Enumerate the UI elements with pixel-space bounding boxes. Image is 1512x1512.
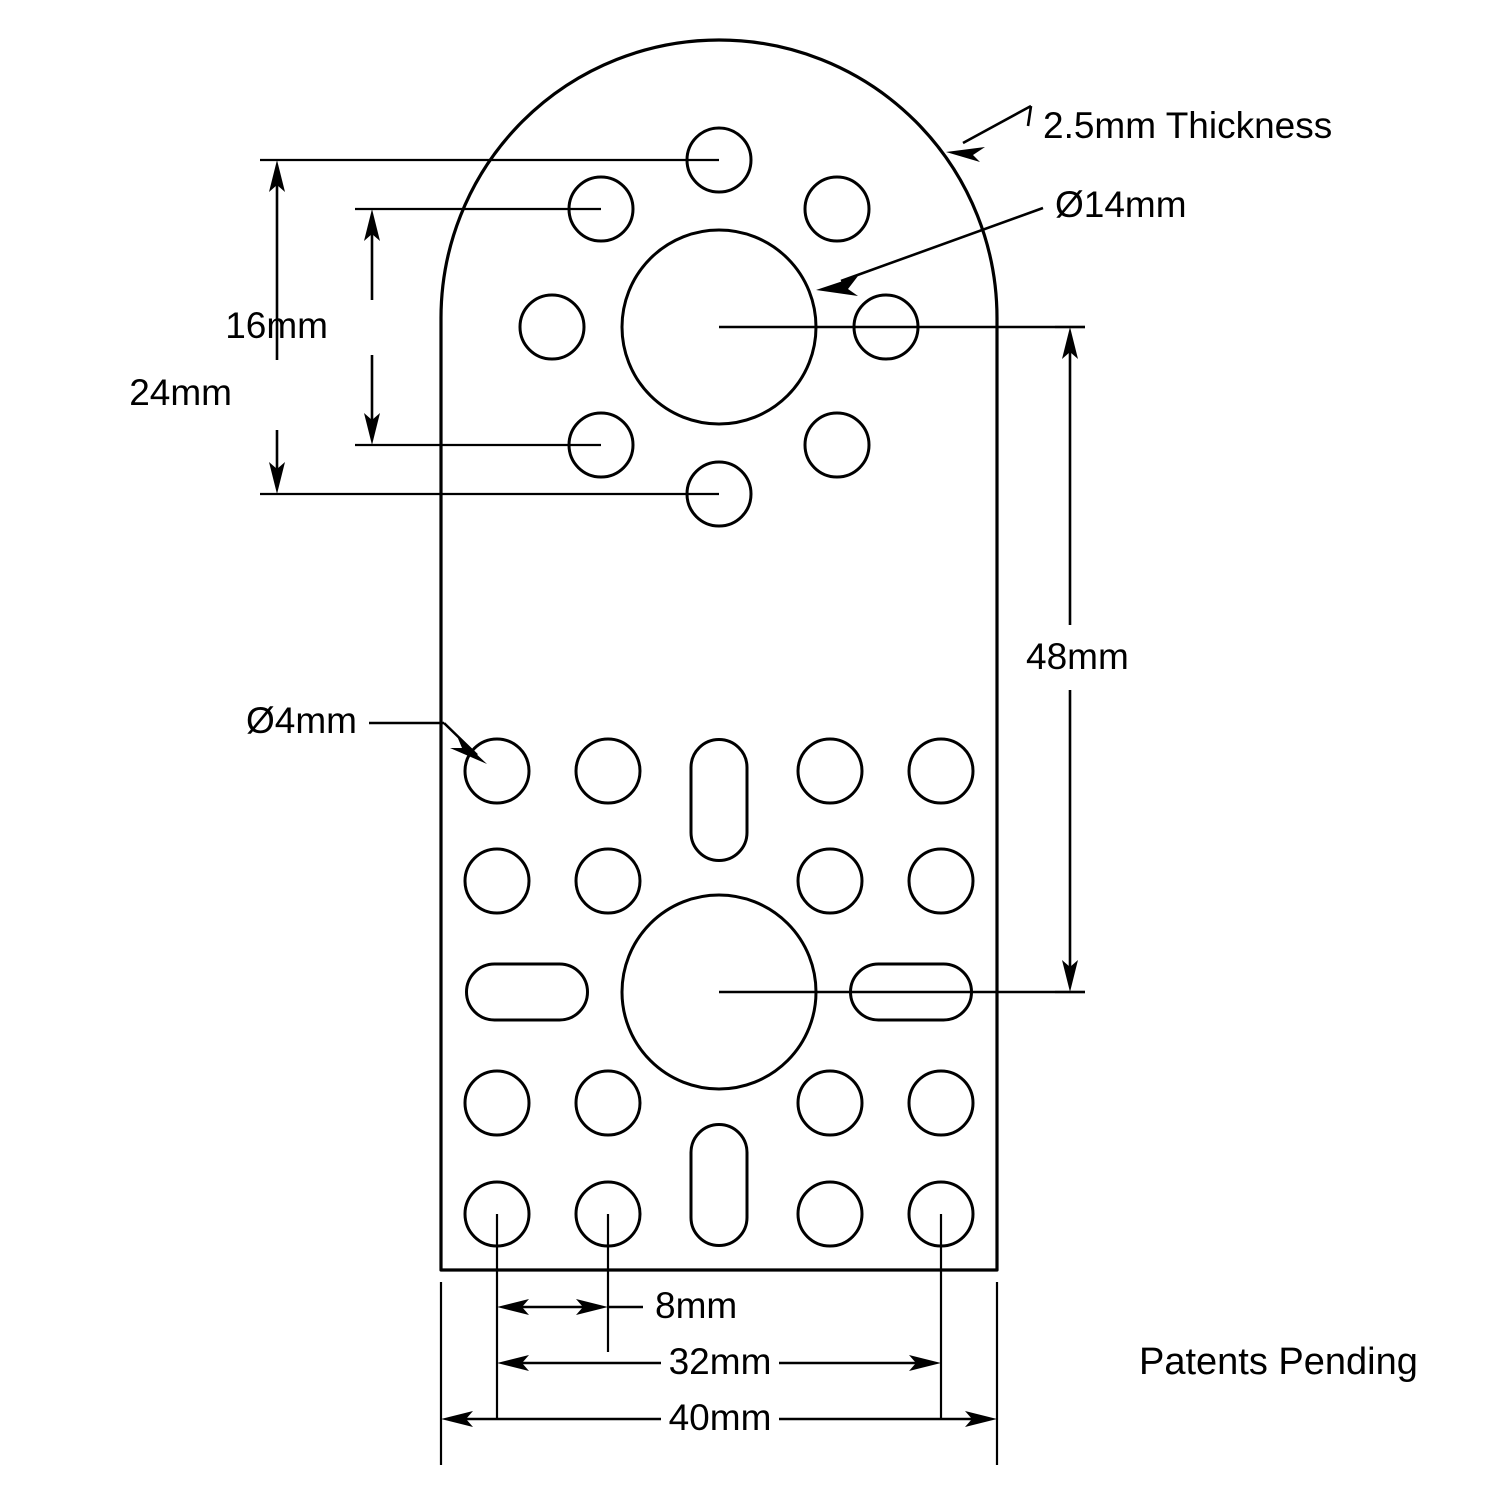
slot-top-center [689, 738, 749, 862]
note-bore-label: Ø14mm [1055, 184, 1187, 225]
bolt-hole-bottom-right [803, 411, 871, 479]
left-extension-lines-group [260, 158, 719, 496]
grid-hole-r2c2 [574, 847, 642, 915]
grid-hole-r1c5 [907, 737, 975, 805]
note-hole-label: Ø4mm [246, 700, 357, 741]
dim-48mm-label: 48mm [1026, 636, 1129, 677]
dim-8mm-label: 8mm [655, 1285, 737, 1326]
leader-shelf-thickness [1026, 105, 1033, 127]
part-outline-group [439, 38, 999, 1272]
dimension-24mm: 24mm [129, 160, 285, 494]
dim-16mm-arrowhead-bottom [364, 413, 380, 445]
grid-hole-r1c4 [796, 737, 864, 805]
note-thickness: 2.5mm Thickness [946, 105, 1332, 162]
lower-hole-pattern-group [463, 737, 975, 1248]
grid-hole-r2c4 [796, 847, 864, 915]
dim-48mm-arrowhead-top [1062, 327, 1078, 359]
leader-arrowhead-thickness [946, 147, 985, 162]
grid-hole-r1c2 [574, 737, 642, 805]
dimension-40mm: 40mm [441, 1397, 997, 1438]
grid-hole-r1c1 [463, 737, 531, 805]
dim-32mm-arrowhead-right [909, 1355, 941, 1371]
note-hole-4mm: Ø4mm [246, 700, 487, 764]
grid-hole-r5c4 [796, 1180, 864, 1248]
center-lines-group [719, 325, 1085, 994]
dim-16mm-label: 16mm [225, 305, 328, 346]
slot-bottom-center [689, 1123, 749, 1247]
plate-outline [439, 38, 999, 1272]
dim-8mm-arrowhead-left [497, 1299, 529, 1315]
dim-24mm-arrowhead-top [269, 160, 285, 192]
dimension-32mm: 32mm [497, 1341, 941, 1382]
leader-line-thickness [962, 104, 1032, 145]
dimension-48mm: 48mm [1026, 325, 1129, 994]
dim-40mm-arrowhead-right [965, 1411, 997, 1427]
bolt-hole-left [518, 293, 586, 361]
leader-line-bore [840, 206, 1044, 283]
note-thickness-label: 2.5mm Thickness [1043, 105, 1332, 146]
dim-24mm-arrowhead-bottom [269, 462, 285, 494]
bottom-extension-lines-group [439, 1214, 999, 1465]
dim-32mm-arrowhead-left [497, 1355, 529, 1371]
note-bore-14mm: Ø14mm [816, 184, 1187, 296]
dimension-8mm: 8mm [497, 1285, 737, 1326]
dim-16mm-arrowhead-top [364, 209, 380, 241]
dim-8mm-arrowhead-right [576, 1299, 608, 1315]
dim-32mm-label: 32mm [669, 1341, 772, 1382]
leader-arrowhead-bore [816, 276, 858, 296]
dimension-16mm: 16mm [225, 209, 380, 445]
dim-24mm-label: 24mm [129, 372, 232, 413]
dim-48mm-arrowhead-bottom [1062, 960, 1078, 992]
dim-40mm-label: 40mm [669, 1397, 772, 1438]
grid-hole-r2c5 [907, 847, 975, 915]
grid-hole-r4c5 [907, 1069, 975, 1137]
patents-pending-note: Patents Pending [1139, 1341, 1418, 1383]
bolt-hole-top-right [803, 175, 871, 243]
slot-left-middle [465, 962, 589, 1022]
dim-40mm-arrowhead-left [441, 1411, 473, 1427]
leader-arrowhead-hole [450, 736, 487, 764]
grid-hole-r4c2 [574, 1069, 642, 1137]
grid-hole-r4c4 [796, 1069, 864, 1137]
grid-hole-r4c1 [463, 1069, 531, 1137]
grid-hole-r2c1 [463, 847, 531, 915]
